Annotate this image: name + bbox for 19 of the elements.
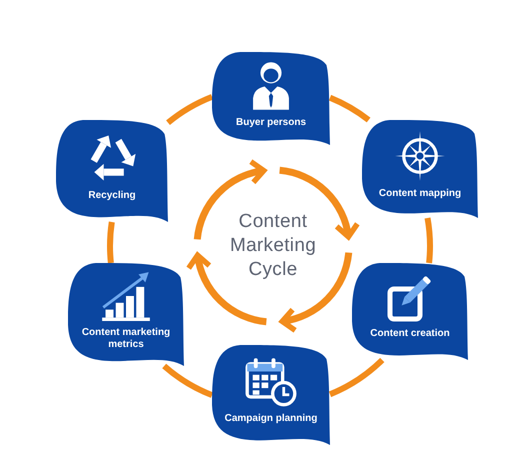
connector-arc	[162, 364, 214, 398]
speech-bubble	[212, 345, 330, 445]
node-label: Content creation	[370, 328, 450, 340]
speech-bubble	[56, 120, 168, 222]
connector-arc	[107, 222, 115, 264]
node-label: Content marketing metrics	[80, 326, 172, 350]
connector-arc	[166, 94, 214, 126]
connector-arc	[328, 358, 384, 398]
node-label: Content mapping	[378, 188, 462, 200]
speech-bubble	[352, 263, 468, 360]
connector-arc	[424, 218, 433, 264]
node-label: Buyer persons	[236, 116, 306, 128]
speech-bubble	[68, 263, 184, 366]
node-label: Recycling	[88, 190, 136, 202]
center-label: Content Marketing Cycle	[228, 210, 318, 282]
speech-bubble	[212, 52, 330, 145]
speech-bubble	[362, 120, 478, 218]
node-label: Campaign planning	[224, 413, 318, 425]
connector-arc	[328, 94, 370, 122]
